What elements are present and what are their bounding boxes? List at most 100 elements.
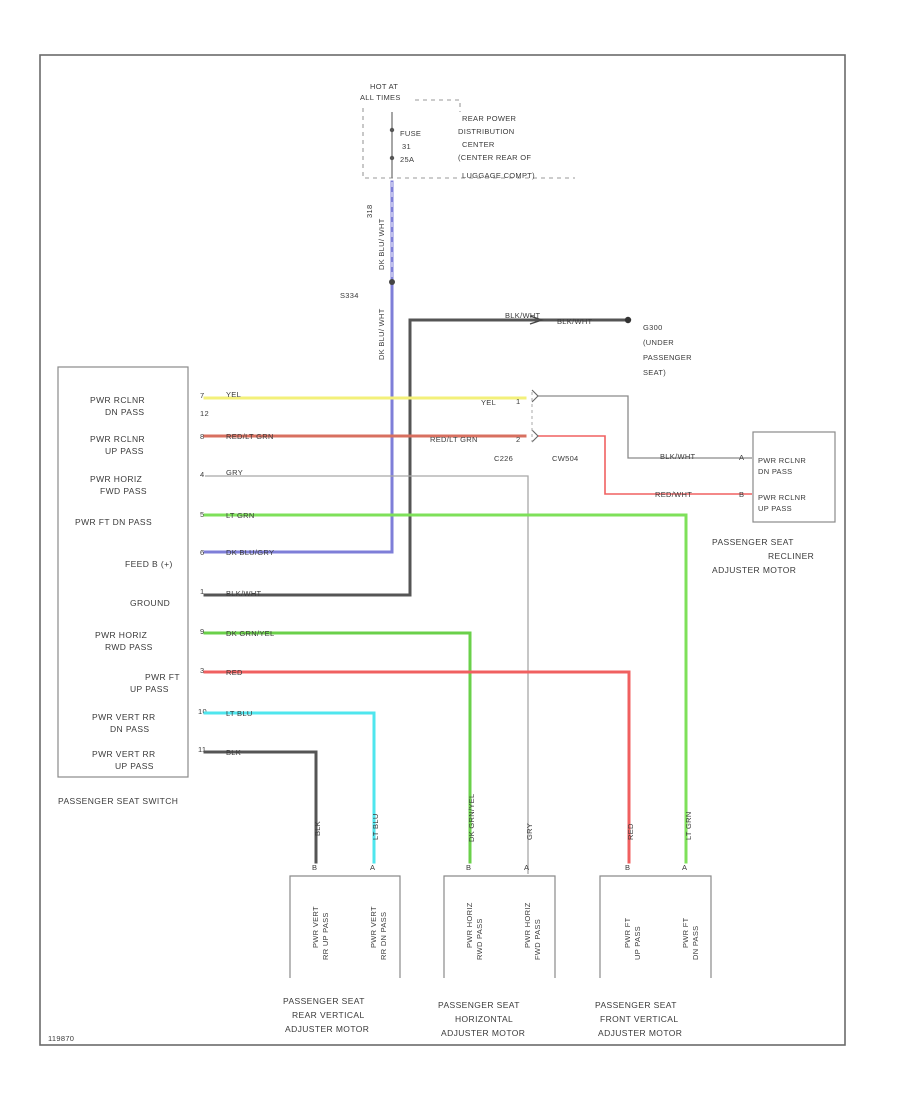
motor-pin-label: B [312,863,317,872]
wire-color-label: LT GRN [226,511,255,520]
switch-pin: 10 [198,707,207,716]
switch-pin: 7 [200,391,204,400]
motor-terminal-label: FWD PASS [533,919,542,960]
motor-pin-label: B [625,863,630,872]
motor-label: ADJUSTER MOTOR [598,1028,682,1038]
switch-row-label: FEED B (+) [125,559,173,569]
motor-label: RECLINER [768,551,814,561]
fuse-label: FUSE [400,129,421,138]
switch-row-label: DN PASS [110,724,150,734]
switch-row-label: PWR FT [145,672,180,682]
motor-terminal-label: UP PASS [758,504,792,513]
switch-pin: 9 [200,627,204,636]
motor-pin-label: B [739,490,744,499]
switch-pin: 3 [200,666,204,675]
hot-at-label: HOT AT [370,82,398,91]
wire-color-label: YEL [226,390,241,399]
wire-color-label: LT GRN [684,811,693,840]
switch-row-label: RWD PASS [105,642,153,652]
ground-wire-color-left: BLK/WHT [505,311,541,320]
wire-color-label: BLK [226,748,241,757]
fuse-location-line: CENTER [462,140,495,149]
splice-label: S334 [340,291,359,300]
rear-dn-wire: LT BLU LT BLU [203,709,380,864]
connector-arrow-icon [529,315,545,325]
diagram-frame [39,54,846,1046]
ground-location-line: SEAT) [643,368,666,377]
wire-color-label: GRY [525,823,534,840]
motor-terminal-label: PWR HORIZ [523,902,532,948]
motor-label: PASSENGER SEAT [438,1000,520,1010]
motor-label: HORIZONTAL [455,1014,513,1024]
motor-terminal-label: PWR VERT [311,906,320,948]
wire-color-label: RED [226,668,243,677]
motor-terminal-label: DN PASS [758,467,792,476]
fuse-terminal-icon [389,127,395,133]
wire-color-label: BLK [313,821,322,836]
wire-color-label: RED [626,823,635,840]
switch-pin: 6 [200,548,204,557]
rear-vertical-motor: PWR VERT RR UP PASS PWR VERT RR DN PASS … [283,875,401,1034]
switch-pin: 8 [200,432,204,441]
switch-row-label: PWR HORIZ [90,474,142,484]
switch-row-label: UP PASS [105,446,144,456]
fuse-location-line: REAR POWER [462,114,517,123]
fuse-location-line: (CENTER REAR OF [458,153,531,162]
motor-terminal-label: PWR FT [681,917,690,948]
wire-color-label: LT BLU [371,813,380,840]
connector-id: CW504 [552,454,579,463]
connector-id: C226 [494,454,513,463]
motor-label: ADJUSTER MOTOR [285,1024,369,1034]
switch-pin: 1 [200,587,204,596]
motor-pin-label: A [524,863,529,872]
motor-terminal-label: RR DN PASS [379,912,388,960]
wire-color-label: RED/LT GRN [226,432,274,441]
fuse-location-line: DISTRIBUTION [458,127,515,136]
motor-terminal-label: PWR RCLNR [758,493,806,502]
motor-label: FRONT VERTICAL [600,1014,679,1024]
front-dn-wire: LT GRN LT GRN [203,511,693,864]
passenger-seat-switch: PWR RCLNR DN PASS PWR RCLNR UP PASS PWR … [57,366,209,806]
ground-id: G300 [643,323,663,332]
wire-color-label: DK BLU/GRY [226,548,274,557]
hot-at-times-label: ALL TIMES [360,93,401,102]
switch-pin: 12 [200,409,209,418]
feed-wire: 318 DK BLU/ WHT S334 DK BLU/ WHT [203,180,395,554]
motor-terminal-label: PWR FT [623,917,632,948]
ground-wire-color-right: BLK/WHT [557,317,593,326]
switch-row-label: GROUND [130,598,170,608]
switch-pin: 5 [200,510,204,519]
motor-pin-label: A [370,863,375,872]
wire-color-label: BLK/WHT [226,589,262,598]
wire-color-label: RED/LT GRN [430,435,478,444]
switch-row-label: PWR VERT RR [92,749,156,759]
motor-label: ADJUSTER MOTOR [441,1028,525,1038]
motor-label: REAR VERTICAL [292,1010,365,1020]
rear-up-wire: BLK BLK [203,748,322,864]
motor-terminal-label: RR UP PASS [321,912,330,960]
recliner-motor: A B PWR RCLNR DN PASS PWR RCLNR UP PASS … [712,431,836,575]
switch-row-label: PWR VERT RR [92,712,156,722]
motor-pin-label: A [682,863,687,872]
connector-pin-number: 1 [516,397,520,406]
motor-pin-label: B [466,863,471,872]
wire-color-label: DK GRN/YEL [226,629,274,638]
wire-color-label: YEL [481,398,496,407]
motor-label: PASSENGER SEAT [283,996,365,1006]
motor-label: PASSENGER SEAT [712,537,794,547]
fuse-wire-color: DK BLU/ WHT [377,218,386,270]
splice-wire-color: DK BLU/ WHT [377,308,386,360]
motor-terminal-label: DN PASS [691,926,700,960]
ground-point-icon [624,316,632,324]
fuse-location-line: LUGGAGE COMPT) [462,171,535,180]
wire-color-label: DK GRN/YEL [467,794,476,842]
fuse-amps: 25A [400,155,414,164]
figure-id: 119870 [48,1034,74,1043]
switch-label: PASSENGER SEAT SWITCH [58,796,178,806]
switch-row-label: UP PASS [115,761,154,771]
wire-color-label: GRY [226,468,243,477]
motor-terminal-label: PWR VERT [369,906,378,948]
motor-terminal-label: PWR RCLNR [758,456,806,465]
